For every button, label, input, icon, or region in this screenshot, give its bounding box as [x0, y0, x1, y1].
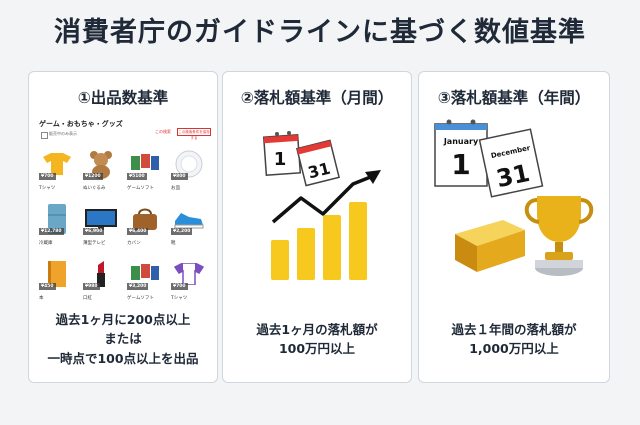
product-card[interactable]: ¥5100 ゲームソフト [125, 146, 165, 198]
product-name: お皿 [171, 186, 180, 191]
trophy-icon [524, 196, 594, 276]
desc-line: 1,000万円以上 [469, 341, 559, 357]
card-title: ①出品数基準 [77, 89, 169, 107]
card-description: 過去１年間の落札額が 1,000万円以上 [419, 320, 609, 359]
product-name: 冷蔵庫 [39, 241, 53, 246]
filter-label: 販売中のみ表示 [49, 131, 77, 136]
gold-bar-icon [455, 220, 525, 272]
lipstick-icon [83, 256, 119, 292]
calendar-day-31: 31 [494, 159, 532, 193]
search-link[interactable]: この検索 [155, 129, 171, 134]
product-name: Tシャツ [39, 186, 56, 191]
calendar-month-january: January [443, 137, 479, 146]
product-name: 口紅 [83, 296, 92, 301]
trophy-gold-illustration: January 1 December 31 [434, 119, 594, 276]
desc-line: または [104, 331, 142, 347]
product-card[interactable]: ¥6,400 カバン [125, 201, 165, 253]
category-title: ゲーム・おもちゃ・グッズ [39, 120, 123, 128]
card-title: ③落札額基準（年間） [437, 89, 591, 107]
tv-icon [83, 201, 119, 237]
card-title: ②落札額基準（月間） [240, 89, 394, 107]
page-title: 消費者庁のガイドラインに基づく数値基準 [54, 17, 586, 48]
product-card[interactable]: ¥1200 ぬいぐるみ [81, 146, 121, 198]
tshirt-yellow-icon [39, 146, 75, 182]
tshirt-purple-icon [171, 256, 207, 292]
product-card[interactable]: ¥980 口紅 [81, 256, 121, 308]
calendar-icon: 1 31 [262, 131, 341, 187]
rising-arrow-icon [271, 170, 381, 224]
product-card[interactable]: ¥12,780 冷蔵庫 [37, 201, 77, 253]
product-name: ゲームソフト [127, 186, 154, 191]
calendar-day-1: 1 [274, 149, 287, 170]
book-icon [39, 256, 75, 292]
desc-line: 一時点で100点以上を出品 [47, 350, 199, 366]
product-card[interactable]: ¥2,200 靴 [169, 201, 209, 253]
product-name: カバン [127, 241, 141, 246]
price-tag: ¥700 [171, 283, 188, 290]
filter-checkbox[interactable] [41, 132, 48, 139]
product-name: 靴 [171, 241, 176, 246]
game-cartridges-icon [127, 256, 163, 292]
card-listing-count: ①出品数基準 ゲーム・おもちゃ・グッズ 販売中のみ表示 この検索 この検索条件を… [28, 71, 218, 383]
product-name: Tシャツ [171, 296, 188, 301]
product-listing-screen: ゲーム・おもちゃ・グッズ 販売中のみ表示 この検索 この検索条件を保存する ¥7… [37, 118, 211, 308]
card-yearly-amount: ③落札額基準（年間） January 1 December 31 過去 [418, 71, 610, 383]
price-tag: ¥700 [39, 173, 56, 180]
price-tag: ¥800 [171, 173, 188, 180]
price-tag: ¥5100 [127, 173, 147, 180]
product-card[interactable]: ¥800 お皿 [169, 146, 209, 198]
card-monthly-amount: ②落札額基準（月間） 1 31 過去1ヶ月の落札額が 100万円以上 [222, 71, 412, 383]
product-card[interactable]: ¥3,200 ゲームソフト [125, 256, 165, 308]
bag-icon [127, 201, 163, 237]
refrigerator-icon [39, 201, 75, 237]
price-tag: ¥1200 [83, 173, 103, 180]
price-tag: ¥2,200 [171, 228, 193, 235]
product-name: 本 [39, 296, 44, 301]
game-cartridges-icon [127, 146, 163, 182]
card-description: 過去1ヶ月に200点以上 または 一時点で100点以上を出品 [29, 310, 217, 368]
product-name: ぬいぐるみ [83, 186, 106, 191]
product-name: 薄型テレビ [83, 241, 106, 246]
calendar-day-1: 1 [451, 148, 470, 181]
desc-line: 過去１年間の落札額が [451, 322, 577, 337]
price-tag: ¥3,200 [127, 283, 149, 290]
price-tag: ¥6,400 [127, 228, 149, 235]
card-description: 過去1ヶ月の落札額が 100万円以上 [223, 320, 411, 359]
desc-line: 過去1ヶ月に200点以上 [55, 312, 191, 327]
price-tag: ¥980 [83, 283, 100, 290]
price-tag: ¥12,780 [39, 228, 64, 235]
price-tag: ¥450 [39, 283, 56, 290]
product-card[interactable]: ¥450 本 [37, 256, 77, 308]
product-card[interactable]: ¥6,900 薄型テレビ [81, 201, 121, 253]
listing-header: ゲーム・おもちゃ・グッズ 販売中のみ表示 この検索 この検索条件を保存する [37, 118, 211, 144]
bar-graph-icon [271, 202, 367, 280]
save-search-button[interactable]: この検索条件を保存する [177, 128, 211, 140]
desc-line: 100万円以上 [278, 341, 356, 357]
growth-chart-illustration: 1 31 [262, 131, 381, 280]
calendar-icon: January 1 December 31 [434, 119, 544, 198]
product-name: ゲームソフト [127, 296, 154, 301]
desc-line: 過去1ヶ月の落札額が [256, 322, 378, 337]
plate-icon [171, 146, 207, 182]
price-tag: ¥6,900 [83, 228, 105, 235]
calendar-day-31: 31 [306, 159, 332, 183]
teddy-bear-icon [83, 146, 119, 182]
